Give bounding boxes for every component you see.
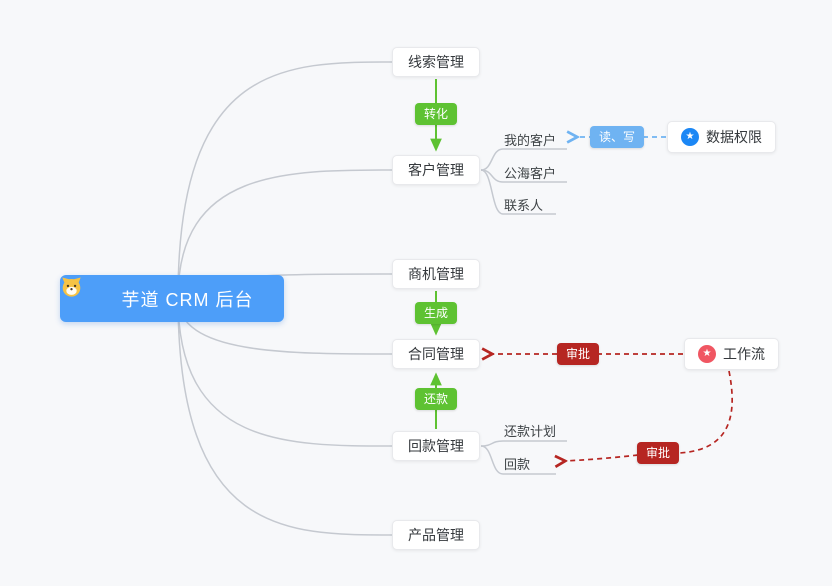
edge-root-receivable (177, 297, 393, 447)
node-workflow[interactable]: ★ 工作流 (684, 338, 779, 370)
node-contract-management[interactable]: 合同管理 (392, 339, 480, 369)
root-node-crm[interactable]: 芋道 CRM 后台 (60, 275, 284, 322)
edge-customer-my (480, 148, 567, 171)
badge-generate: 生成 (414, 302, 458, 324)
badge-read-write: 读、写 (589, 126, 645, 148)
badge-approve-receivable: 审批 (636, 442, 680, 464)
subnode-my-customers[interactable]: 我的客户 (504, 133, 557, 148)
badge-convert: 转化 (414, 103, 458, 125)
star-icon-pink: ★ (698, 345, 716, 363)
node-label: 线索管理 (408, 54, 464, 70)
star-icon-blue: ★ (681, 128, 699, 146)
badge-repay: 还款 (414, 388, 458, 410)
node-label: 产品管理 (408, 527, 464, 543)
node-data-permission[interactable]: ★ 数据权限 (667, 121, 776, 153)
subnode-contacts[interactable]: 联系人 (504, 198, 544, 213)
star-glyph: ★ (702, 348, 712, 359)
edge-root-customer (177, 169, 393, 299)
node-lead-management[interactable]: 线索管理 (392, 47, 480, 77)
node-product-management[interactable]: 产品管理 (392, 520, 480, 550)
node-business-management[interactable]: 商机管理 (392, 259, 480, 289)
node-label: 客户管理 (408, 162, 464, 178)
edge-receivable-repay (480, 445, 556, 475)
root-node-label: 芋道 CRM 后台 (121, 289, 254, 310)
edge-root-product (177, 297, 393, 536)
arrow-workflow-to-repayment-part1 (678, 370, 734, 454)
node-label: 商机管理 (408, 266, 464, 282)
subnode-repayment-plan[interactable]: 还款计划 (504, 424, 557, 439)
edge-receivable-plan (480, 440, 567, 447)
shiba-logo-icon (62, 277, 114, 310)
arrow-workflow-to-repayment-part2 (564, 454, 639, 461)
subnode-repayment[interactable]: 回款 (504, 457, 531, 472)
edge-customer-contacts (480, 169, 556, 215)
node-label: 数据权限 (706, 129, 762, 145)
node-label: 回款管理 (408, 438, 464, 454)
badge-approve-contract: 审批 (556, 343, 600, 365)
node-receivable-management[interactable]: 回款管理 (392, 431, 480, 461)
node-label: 合同管理 (408, 346, 464, 362)
star-glyph: ★ (685, 131, 695, 142)
node-customer-management[interactable]: 客户管理 (392, 155, 480, 185)
edge-root-lead (177, 61, 393, 299)
node-label: 工作流 (723, 346, 765, 362)
subnode-public-customers[interactable]: 公海客户 (504, 166, 557, 181)
